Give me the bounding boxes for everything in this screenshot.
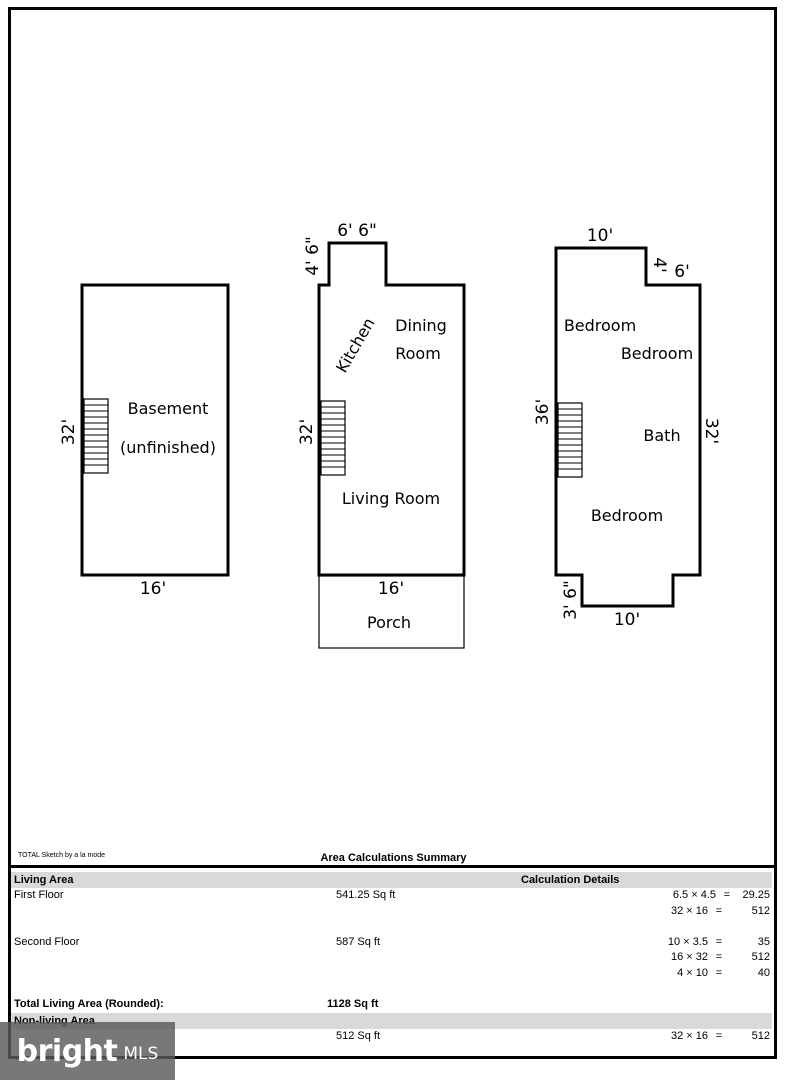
second-dim-notch-v: 4' bbox=[649, 257, 669, 273]
living-room-label: Living Room bbox=[342, 489, 440, 508]
first-floor-calc-2: 32 × 16=512 bbox=[670, 905, 770, 917]
kitchen-label: Kitchen bbox=[332, 314, 379, 376]
bright-mls-watermark: bright MLS bbox=[0, 1022, 175, 1080]
bedroom-3-label: Bedroom bbox=[591, 506, 663, 525]
basement-stairs bbox=[83, 398, 109, 474]
bedroom-2-label: Bedroom bbox=[621, 344, 693, 363]
dining-label: Dining bbox=[395, 316, 447, 335]
porch-label: Porch bbox=[367, 613, 411, 632]
bedroom-1-label: Bedroom bbox=[564, 316, 636, 335]
nonliving-area: 512 Sq ft bbox=[336, 1030, 381, 1042]
first-floor-calc-1: 6.5 × 4.5=29.25 bbox=[672, 889, 770, 901]
sketch-credit: TOTAL Sketch by a la mode bbox=[18, 852, 106, 859]
living-area-header: Living Area bbox=[14, 874, 74, 886]
second-floor-calc-2: 16 × 32=512 bbox=[670, 951, 770, 963]
first-dim-left: 32' bbox=[297, 419, 317, 445]
summary-divider bbox=[8, 865, 774, 868]
first-dim-bump: 4' 6" bbox=[303, 236, 323, 276]
floorplan-diagram: Basement (unfinished) 32' 16' Kitchen Di… bbox=[59, 221, 721, 649]
second-floor-calc-1: 10 × 3.5=35 bbox=[667, 936, 770, 948]
second-dim-top: 10' bbox=[587, 226, 613, 246]
second-floor-stairs bbox=[557, 402, 583, 478]
bright-logo-word: bright bbox=[16, 1033, 118, 1069]
summary-title: Area Calculations Summary bbox=[320, 852, 467, 864]
porch-outline bbox=[318, 575, 465, 649]
calc-details-header: Calculation Details bbox=[521, 874, 620, 886]
second-dim-left: 36' bbox=[533, 399, 553, 425]
dining-room-label: Room bbox=[395, 344, 441, 363]
second-floor-outline bbox=[554, 246, 702, 608]
total-living-label: Total Living Area (Rounded): bbox=[14, 998, 164, 1010]
basement-dim-left: 32' bbox=[59, 419, 79, 445]
living-area-header-band bbox=[11, 872, 772, 888]
first-dim-bottom: 16' bbox=[378, 579, 404, 599]
first-dim-top: 6' 6" bbox=[337, 221, 377, 241]
nonliving-header-band bbox=[11, 1013, 772, 1029]
first-floor-plan: Kitchen Dining Room Living Room 6' 6" 4'… bbox=[297, 221, 466, 649]
second-dim-right: 32' bbox=[701, 418, 721, 444]
second-dim-notch-h: 6' bbox=[674, 262, 690, 282]
second-floor-calc-3: 4 × 10=40 bbox=[677, 967, 770, 979]
basement-plan: Basement (unfinished) 32' 16' bbox=[59, 283, 230, 599]
second-dim-bottom-step: 3' 6" bbox=[561, 580, 581, 620]
second-floor-plan: Bedroom Bedroom Bath Bedroom 10' 4' 6' 3… bbox=[533, 226, 721, 630]
first-floor-outline bbox=[317, 241, 466, 577]
basement-dim-bottom: 16' bbox=[140, 579, 166, 599]
sketch-frame bbox=[8, 7, 777, 1059]
bath-label: Bath bbox=[643, 426, 680, 445]
second-floor-name: Second Floor bbox=[14, 936, 80, 948]
first-floor-stairs bbox=[320, 400, 346, 476]
first-floor-name: First Floor bbox=[14, 889, 64, 901]
second-dim-bottom: 10' bbox=[614, 610, 640, 630]
nonliving-calc: 32 × 16=512 bbox=[670, 1030, 770, 1042]
second-floor-area: 587 Sq ft bbox=[336, 936, 381, 948]
total-living-value: 1128 Sq ft bbox=[327, 998, 379, 1010]
bright-logo-suffix: MLS bbox=[123, 1044, 159, 1064]
basement-room-label: Basement bbox=[128, 399, 209, 418]
basement-room-sublabel: (unfinished) bbox=[120, 438, 216, 457]
first-floor-area: 541.25 Sq ft bbox=[336, 889, 396, 901]
basement-outline bbox=[80, 283, 230, 577]
